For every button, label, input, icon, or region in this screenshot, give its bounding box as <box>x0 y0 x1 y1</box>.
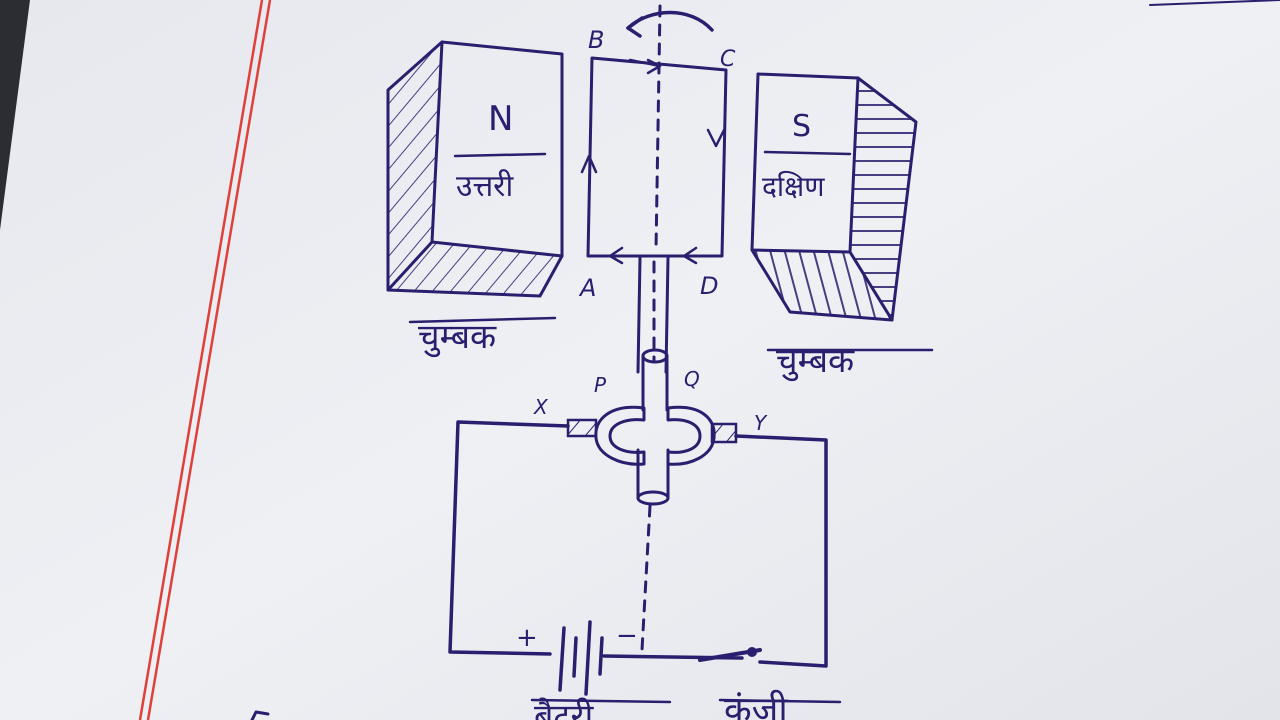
bottom-left-scribble <box>250 710 270 720</box>
brush-label-x: X <box>533 395 549 419</box>
split-ring-commutator: P Q X Y <box>533 348 768 506</box>
commutator-half-p <box>594 405 646 466</box>
magnet-south-side-hatch <box>850 78 916 320</box>
magnet-right-caption: चुम्बक <box>776 341 855 382</box>
brush-label-y: Y <box>754 411 768 435</box>
coil-arrow-up <box>580 154 598 174</box>
coil-arrow-left-a <box>608 246 624 265</box>
commutator-label-q: Q <box>684 367 700 391</box>
magnet-south: S दक्षिण <box>750 72 918 322</box>
brush-y <box>710 422 738 444</box>
coil-label-a: A <box>578 274 596 302</box>
external-circuit: + − <box>448 420 828 696</box>
magnet-north-bottom-hatch <box>388 242 562 296</box>
stray-stroke <box>1149 0 1280 6</box>
wire-right <box>734 434 828 668</box>
axle-bottom-end <box>636 490 670 506</box>
magnet-south-pole-label: S <box>792 109 811 144</box>
coil-arrow-left-d <box>682 246 698 265</box>
battery-minus: − <box>616 621 638 651</box>
magnet-north-pole-label: N <box>488 99 513 139</box>
magnet-left-caption: चुम्बक <box>418 317 497 358</box>
battery-plus: + <box>516 623 538 653</box>
coil-label-d: D <box>700 272 718 300</box>
coil-abcd: B C A D <box>578 26 736 302</box>
magnet-south-bottom-hatch <box>752 250 892 320</box>
magnet-south-name: दक्षिण <box>762 170 825 203</box>
brush-x <box>566 418 598 438</box>
margin-line <box>138 0 264 720</box>
wire-left <box>448 420 570 656</box>
magnet-north-name: उत्तरी <box>456 169 514 204</box>
battery-label: बैटरी <box>534 697 594 720</box>
axle-line <box>654 4 662 252</box>
battery: + − <box>516 620 638 696</box>
magnet-north-side-hatch <box>388 42 442 290</box>
coil-label-c: C <box>720 47 736 72</box>
magnet-north: N उत्तरी <box>386 40 564 298</box>
margin-line <box>146 0 272 720</box>
key-label: कुंजी <box>724 689 788 720</box>
commutator-label-p: P <box>594 373 607 397</box>
coil-label-b: B <box>588 26 604 54</box>
coil-arrow-down <box>706 128 726 148</box>
